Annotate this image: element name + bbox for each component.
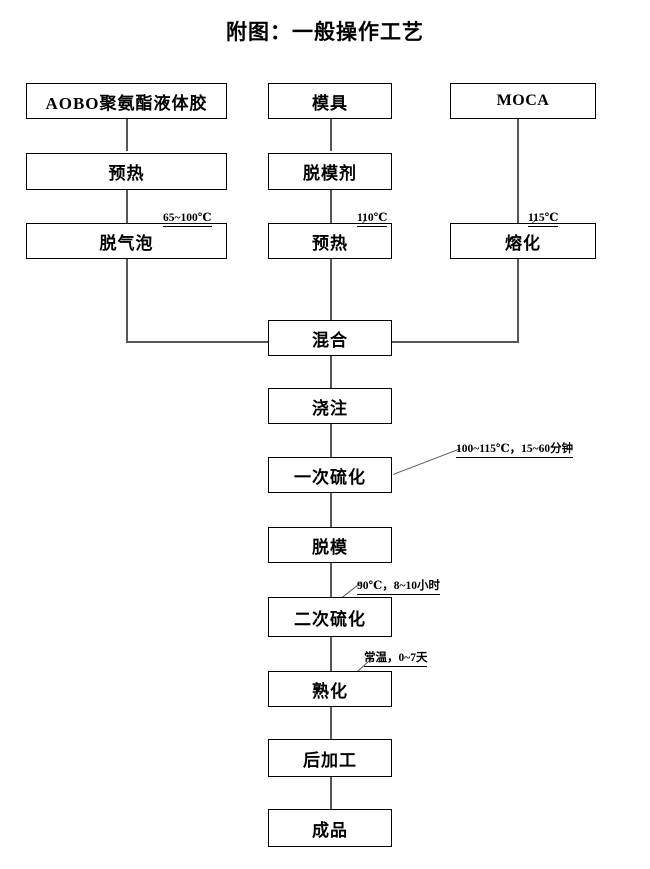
connector-release-agent-to-preheat (330, 190, 332, 223)
node-aobo-polyurethane-liquid-glue[interactable]: AOBO聚氨酯液体胶 (26, 83, 227, 119)
connector-melt-to-mix (391, 341, 519, 343)
node-demolding[interactable]: 脱模 (268, 527, 392, 563)
node-preheat-mold[interactable]: 预热 (268, 223, 392, 259)
node-first-vulcanization[interactable]: 一次硫化 (268, 457, 392, 493)
annotation-melt-temp: 115℃ (528, 212, 559, 227)
node-melting[interactable]: 熔化 (450, 223, 596, 259)
node-second-vulcanization[interactable]: 二次硫化 (268, 597, 392, 637)
connector-melt-down (517, 259, 519, 343)
connector-cure1-to-demold (330, 493, 332, 527)
connector-degas-down (126, 259, 128, 343)
connector-mix-to-pour (330, 355, 332, 388)
leader-line-cure1-cond (393, 448, 461, 476)
connector-maturation-to-postprocess (330, 707, 332, 739)
connector-postprocess-to-product (330, 777, 332, 809)
node-moca[interactable]: MOCA (450, 83, 596, 119)
page-title: 附图：一般操作工艺 (226, 20, 424, 44)
connector-preheat-to-mix (330, 259, 332, 321)
annotation-maturation-cond: 常温，0~7天 (364, 652, 428, 667)
connector-preheat-to-degas (126, 190, 128, 223)
node-degassing[interactable]: 脱气泡 (26, 223, 227, 259)
node-mixing[interactable]: 混合 (268, 320, 392, 356)
annotation-degas-temp: 65~100℃ (163, 212, 212, 227)
node-pouring[interactable]: 浇注 (268, 388, 392, 424)
annotation-preheat-mold-temp: 110℃ (357, 212, 388, 227)
connector-degas-to-mix (126, 341, 269, 343)
connector-pour-to-cure1 (330, 424, 332, 457)
annotation-cure1-cond: 100~115℃，15~60分钟 (456, 443, 574, 458)
node-preheat-glue[interactable]: 预热 (26, 153, 227, 190)
connector-glue-to-preheat (126, 119, 128, 151)
node-finished-product[interactable]: 成品 (268, 809, 392, 847)
node-release-agent[interactable]: 脱模剂 (268, 153, 392, 190)
annotation-cure2-cond: 90℃，8~10小时 (357, 580, 441, 595)
connector-cure2-to-maturation (330, 637, 332, 671)
connector-moca-to-melt (517, 119, 519, 223)
connector-mold-to-release-agent (330, 119, 332, 151)
node-mold[interactable]: 模具 (268, 83, 392, 119)
node-post-processing[interactable]: 后加工 (268, 739, 392, 777)
node-maturation[interactable]: 熟化 (268, 671, 392, 707)
connector-demold-to-cure2 (330, 563, 332, 597)
